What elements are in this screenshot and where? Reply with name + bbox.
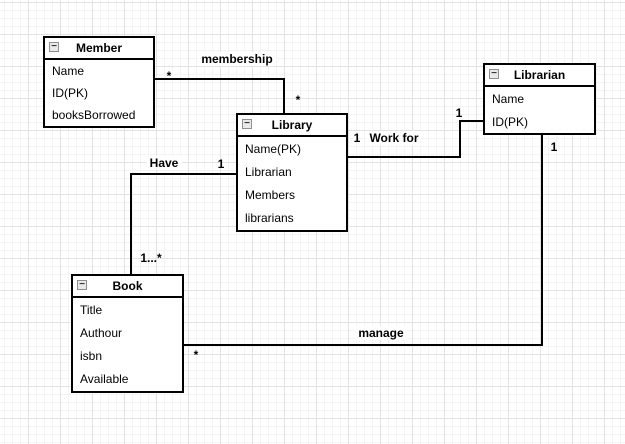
edge-manage-segment-h[interactable] [184,344,543,346]
edge-workfor-segment-v[interactable] [459,120,461,158]
class-title-member: Member [75,41,122,55]
field-row: isbn [80,349,103,364]
edge-workfor-label: Work for [366,131,422,145]
field-row: ID(PK) [52,86,88,100]
edge-membership-label: membership [198,52,276,66]
class-title-library: Library [271,118,313,132]
field-row: Authour [80,325,123,340]
class-box-book[interactable]: − Book Title Authour isbn Available [71,274,184,393]
edge-have-label: Have [146,156,182,170]
edge-have-source-multiplicity: 1 [217,157,225,171]
class-fields-member: Name ID(PK) booksBorrowed [45,60,153,126]
class-fields-library: Name(PK) Librarian Members librarians [238,137,346,230]
edge-have-segment-h[interactable] [130,173,236,175]
edge-manage-segment-v[interactable] [541,135,543,346]
field-row: booksBorrowed [52,108,136,122]
class-box-member[interactable]: − Member Name ID(PK) booksBorrowed [43,36,155,128]
class-fields-book: Title Authour isbn Available [73,298,182,391]
field-row: Librarian [245,164,292,179]
field-row: librarians [245,211,294,226]
field-row: Name(PK) [245,141,302,156]
edge-manage-source-multiplicity: 1 [550,140,558,154]
edge-membership-segment-h[interactable] [155,78,285,80]
edge-workfor-segment-h2[interactable] [459,120,484,122]
class-title-librarian: Librarian [513,68,566,82]
edge-workfor-source-multiplicity: 1 [353,131,361,145]
class-box-librarian[interactable]: − Librarian Name ID(PK) [483,63,596,135]
edge-membership-source-multiplicity: * [166,69,172,83]
edge-workfor-segment-h1[interactable] [348,156,461,158]
class-title-book: Book [112,279,143,293]
field-row: Members [245,188,296,203]
edge-workfor-target-multiplicity: 1 [455,106,463,120]
class-header-book: − Book [73,276,182,298]
edge-manage-target-multiplicity: * [193,348,199,362]
edge-membership-segment-v[interactable] [283,78,285,115]
field-row: Title [80,302,103,317]
class-fields-librarian: Name ID(PK) [485,87,594,133]
class-header-member: − Member [45,38,153,60]
collapse-icon[interactable]: − [77,280,87,290]
edge-membership-target-multiplicity: * [295,93,301,107]
edge-manage-label: manage [355,326,407,340]
field-row: Name [52,64,85,78]
field-row: Name [492,91,525,106]
field-row: ID(PK) [492,114,528,129]
class-box-library[interactable]: − Library Name(PK) Librarian Members lib… [236,113,348,232]
collapse-icon[interactable]: − [489,69,499,79]
class-header-library: − Library [238,115,346,137]
collapse-icon[interactable]: − [49,42,59,52]
edge-have-target-multiplicity: 1...* [140,251,162,265]
edge-have-segment-v[interactable] [130,173,132,276]
class-header-librarian: − Librarian [485,65,594,87]
collapse-icon[interactable]: − [242,119,252,129]
field-row: Available [80,372,129,387]
